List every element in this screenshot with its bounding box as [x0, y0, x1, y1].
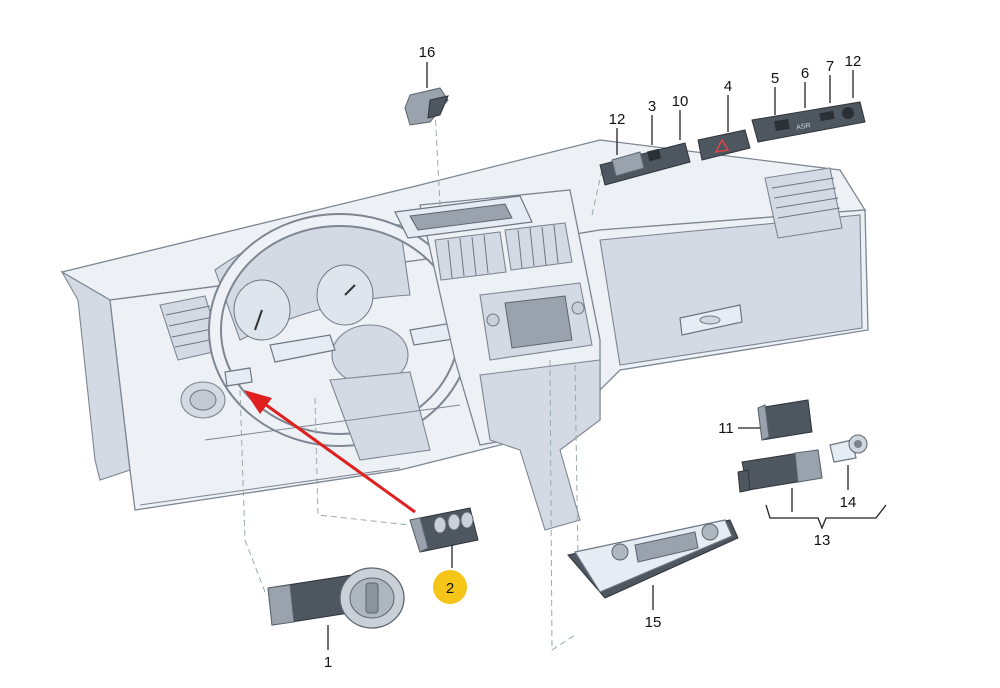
callout-5: 5 [771, 70, 779, 87]
part-5-6-7-12-switch-strip: ASR [751, 101, 866, 143]
callout-labels: 16 12 3 10 4 5 6 7 12 11 14 13 15 1 2 [324, 44, 862, 671]
part-2-switch [409, 507, 479, 553]
highlight-circle [433, 570, 467, 604]
callout-leaders [327, 62, 854, 650]
part-1-light-switch [267, 567, 405, 629]
dashed-leaders [239, 109, 603, 651]
callout-6: 6 [801, 65, 809, 82]
callout-4: 4 [724, 78, 732, 95]
callout-15: 15 [645, 614, 662, 631]
part-16-trim-cover [404, 87, 449, 126]
callout-1: 1 [324, 654, 332, 671]
callout-12-right: 12 [845, 53, 862, 70]
part-15-climate-panel [567, 519, 739, 599]
callout-3: 3 [648, 98, 656, 115]
callout-16: 16 [419, 44, 436, 61]
part-13-bracket [765, 504, 887, 530]
callout-11: 11 [718, 420, 734, 437]
callout-10: 10 [672, 93, 689, 110]
callout-13: 13 [814, 532, 831, 549]
callout-14: 14 [840, 494, 857, 511]
part-13-socket-housing [737, 449, 823, 493]
asr-label: ASR [796, 122, 811, 131]
callout-2: 2 [446, 580, 454, 597]
callout-12-left: 12 [609, 111, 626, 128]
red-pointer-arrow [244, 390, 416, 514]
part-14-lighter-insert [829, 434, 868, 463]
part-12-10-3-switch-strip [599, 142, 691, 186]
dashboard-illustration [60, 139, 869, 531]
callout-7: 7 [826, 58, 834, 75]
part-4-hazard-switch [697, 129, 751, 161]
part-11-switch [757, 399, 813, 441]
